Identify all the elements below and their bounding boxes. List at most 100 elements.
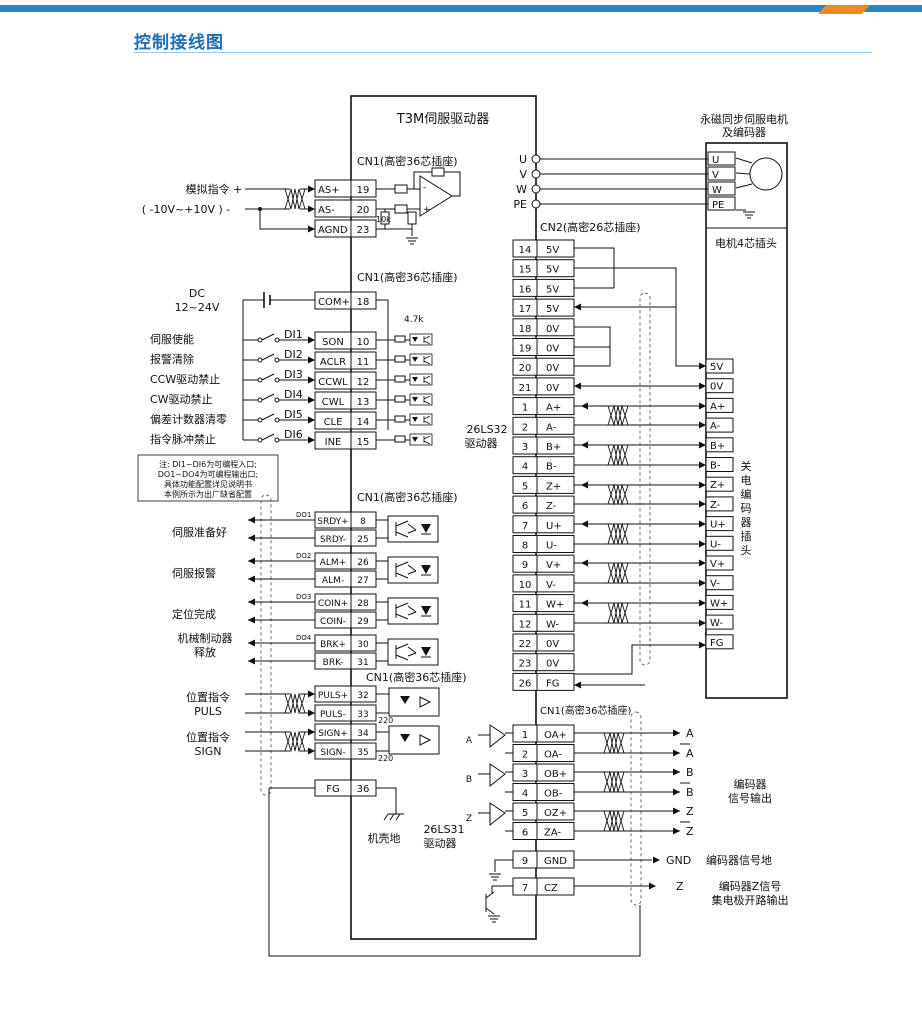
- arrow-left: [248, 598, 255, 606]
- encoder-plug-pin: [705, 476, 734, 492]
- twisted-pair: [607, 523, 629, 545]
- pin-name: 0V: [546, 324, 559, 335]
- pulse-optocoupler-icon: [400, 696, 410, 704]
- switch-icon: [257, 337, 263, 343]
- opamp-sign: +: [423, 205, 431, 215]
- power-terminal-icon: [531, 199, 541, 209]
- pin-number: 8: [360, 517, 366, 527]
- input-optocoupler-icon: [412, 397, 418, 402]
- gnd-signal-desc: 编码器信号地: [706, 853, 772, 867]
- di-number: DI3: [284, 368, 303, 381]
- arrow-left: [574, 303, 581, 311]
- pin-name: CLE: [324, 417, 343, 428]
- pin-number: 13: [357, 397, 370, 408]
- input-optocoupler-icon: [423, 355, 431, 360]
- pin-name: B-: [546, 462, 557, 473]
- pin-number: 2: [522, 422, 528, 433]
- pin-number: 8: [522, 541, 528, 552]
- arrow-right: [308, 690, 315, 698]
- encoder-out-signal: Z: [686, 825, 694, 838]
- line-driver-icon: [489, 763, 506, 788]
- do-label: 伺服准备好: [172, 525, 227, 539]
- encoder-out-signal: Z: [686, 805, 694, 818]
- di-number: DI4: [284, 388, 303, 401]
- arrow-left: [581, 481, 588, 489]
- pin-name: INE: [325, 437, 342, 448]
- arrow-right: [673, 807, 680, 815]
- pin-number: 17: [519, 304, 532, 315]
- encoder-plug-pin-label: U-: [710, 539, 721, 550]
- do-number: DO3: [296, 593, 311, 601]
- arrow-right: [699, 619, 706, 627]
- resistor-icon: [394, 375, 406, 383]
- input-optocoupler-icon: [423, 440, 431, 445]
- pin-name: SRDY+: [317, 517, 348, 527]
- pin-number: 20: [357, 205, 370, 216]
- pin-number: 9: [522, 856, 528, 867]
- encoder-plug-pin-label: Z-: [710, 500, 721, 511]
- cn2-fg-wire: [574, 644, 706, 675]
- input-optocoupler-icon: [423, 375, 431, 380]
- output-optocoupler-icon: [421, 524, 431, 533]
- pin-number: 1: [522, 730, 528, 741]
- encoder-plug-pin: [705, 634, 734, 650]
- di-number: DI5: [284, 408, 303, 421]
- output-optocoupler-icon: [407, 605, 417, 613]
- transistor-icon: [485, 907, 495, 915]
- arrow-right: [308, 436, 315, 444]
- encoder-plug-pin: [705, 575, 734, 591]
- resistor-icon: [394, 184, 408, 194]
- encoder-plug-pin: [705, 555, 734, 571]
- arrow-right: [308, 205, 315, 213]
- output-optocoupler-icon: [395, 561, 409, 568]
- arrow-left: [248, 557, 255, 565]
- di-label: 偏差计数器清零: [150, 412, 227, 426]
- chassis-ground-icon: [383, 813, 389, 821]
- twisted-pair: [607, 405, 629, 427]
- arrow-right: [699, 382, 706, 390]
- pin-number: 1: [522, 403, 528, 414]
- title-divider: [134, 52, 872, 53]
- input-optocoupler-icon: [423, 420, 431, 425]
- motor-wire: [735, 172, 751, 175]
- pin-name: BRK+: [320, 640, 346, 650]
- motor-title: 及编码器: [722, 125, 766, 139]
- switch-icon: [274, 397, 280, 403]
- pulse-optocoupler-icon: [419, 734, 432, 746]
- pin-name: FG: [326, 784, 340, 795]
- note-text: 具体功能配置详见说明书: [164, 479, 252, 489]
- pin-name: ALM-: [322, 576, 344, 586]
- encoder-plug-pin-label: 0V: [710, 382, 723, 393]
- switch-icon: [257, 397, 263, 403]
- output-optocoupler-icon: [421, 606, 431, 615]
- resistor-icon: [431, 167, 445, 177]
- switch-icon: [261, 353, 275, 361]
- encoder-plug-label: 关电编码器插头: [741, 459, 752, 557]
- encoder-plug-pin: [705, 614, 734, 630]
- pin-name-box: [536, 554, 575, 573]
- do-label: 伺服报警: [172, 566, 216, 580]
- pin-name: SIGN+: [318, 729, 348, 739]
- line-driver-icon: [489, 802, 506, 827]
- encoder-plug-pin-label: V-: [710, 579, 720, 590]
- pin-number: 36: [357, 784, 370, 795]
- encoder-out-label: 信号输出: [728, 791, 772, 805]
- twisted-pair: [603, 771, 625, 793]
- switch-icon: [261, 413, 275, 421]
- pin-number: 32: [357, 691, 368, 701]
- arrow-left: [574, 681, 581, 689]
- arrow-right: [699, 641, 706, 649]
- arrow-right: [673, 768, 680, 776]
- rx-chip-label: 26LS32: [466, 423, 507, 436]
- input-optocoupler-icon: [423, 395, 431, 400]
- pin-number: 11: [519, 600, 532, 611]
- pin-name-box: [536, 653, 575, 672]
- pin-number: 30: [357, 640, 369, 650]
- twisted-pair: [284, 693, 306, 715]
- pin-number: 6: [522, 501, 528, 512]
- arrow-right: [699, 579, 706, 587]
- page-title: 控制接线图: [134, 33, 224, 53]
- fg-wire: [376, 787, 397, 814]
- arrow-right: [308, 709, 315, 717]
- z-signal-desc: 编码器Z信号: [719, 879, 782, 893]
